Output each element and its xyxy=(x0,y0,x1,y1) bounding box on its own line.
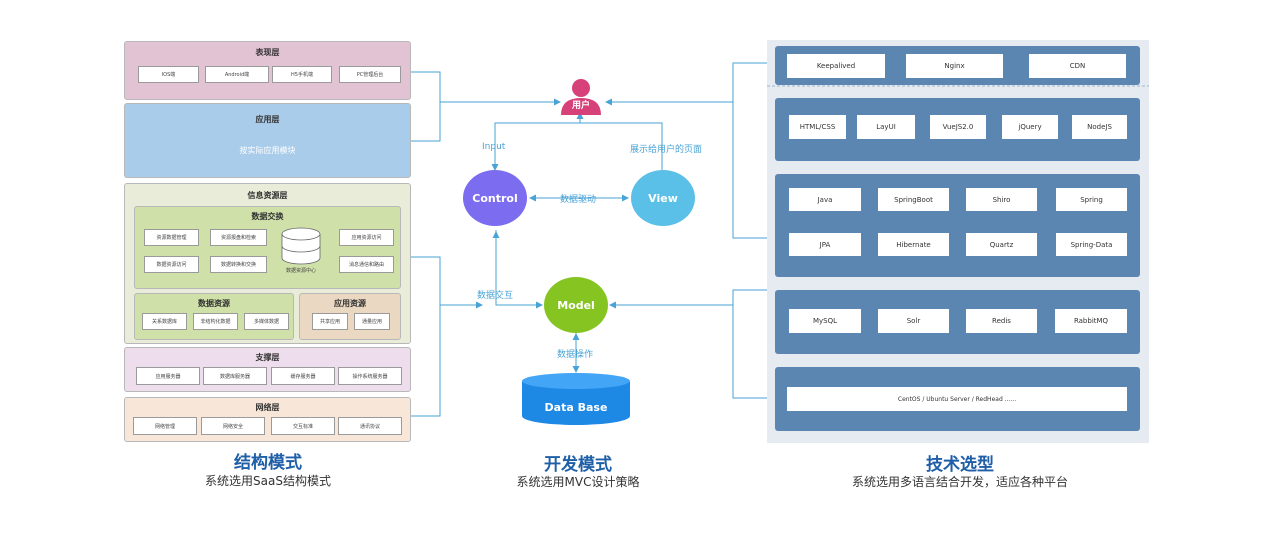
tech-item: Keepalived xyxy=(787,54,885,78)
database-icon xyxy=(522,373,630,425)
support-layer-title: 支撑层 xyxy=(255,353,280,362)
h5-box: H5手机端 xyxy=(272,66,332,83)
ios-box: IOS端 xyxy=(138,66,199,83)
network-layer: 网络层 网络管理 网络安全 交互标准 通讯协议 xyxy=(124,397,411,442)
app-resource-box: 共享应用 xyxy=(312,313,348,330)
tech-item: JPA xyxy=(789,233,861,256)
view-node: View xyxy=(631,170,695,226)
tech-band-frontend: HTML/CSS LayUI VueJS2.0 jQuery NodeJS xyxy=(775,98,1140,161)
exchange-box: 数据转换和交换 xyxy=(210,256,267,273)
tech-item: Redis xyxy=(966,309,1037,333)
data-resource-box: 关系数据库 xyxy=(142,313,187,330)
application-layer: 应用层 按实际应用模块 xyxy=(124,103,411,178)
exchange-box: 数据资源访问 xyxy=(144,256,199,273)
user-label: 用户 xyxy=(571,101,590,111)
tech-item: Shiro xyxy=(966,188,1037,211)
support-box: 缓存服务器 xyxy=(271,367,335,385)
tech-item: MySQL xyxy=(789,309,861,333)
tech-band-backend: Java SpringBoot Shiro Spring JPA Hiberna… xyxy=(775,174,1140,277)
tech-item: Nginx xyxy=(906,54,1003,78)
tech-item: VueJS2.0 xyxy=(930,115,986,139)
info-resource-title: 信息资源层 xyxy=(247,191,288,200)
pc-admin-box: PC管理后台 xyxy=(339,66,401,83)
network-box: 网络安全 xyxy=(201,417,265,435)
app-resource-title: 应用资源 xyxy=(334,299,366,308)
show-page-label: 展示给用户的页面 xyxy=(630,145,703,155)
tech-item: Spring xyxy=(1056,188,1127,211)
caption-tech-sub: 系统选用多语言结合开发，适应各种平台 xyxy=(851,475,1068,489)
model-node: Model xyxy=(544,277,608,333)
exchange-box: 资源报盘和检索 xyxy=(210,229,267,246)
tech-item: NodeJS xyxy=(1072,115,1127,139)
tech-item: HTML/CSS xyxy=(789,115,846,139)
presentation-layer: 表现层 IOS端 Android端 H5手机端 PC管理后台 xyxy=(124,41,411,100)
application-layer-content: 按实际应用模块 xyxy=(239,146,296,155)
app-resource-box: 通量应用 xyxy=(354,313,390,330)
caption-dev-sub: 系统选用MVC设计策略 xyxy=(516,475,640,489)
tech-item: jQuery xyxy=(1002,115,1058,139)
tech-band-os: CentOS / Ubuntu Server / RedHead ...... xyxy=(775,367,1140,431)
tech-band-data: MySQL Solr Redis RabbitMQ xyxy=(775,290,1140,354)
network-box: 网络管理 xyxy=(133,417,197,435)
info-resource-layer: 信息资源层 数据交换 资源数据管理 数据资源访问 资源报盘和检索 数据转换和交换… xyxy=(124,183,411,344)
data-interact-label: 数据交互 xyxy=(477,291,514,301)
caption-structure-title: 结构模式 xyxy=(234,453,302,473)
support-layer: 支撑层 应用服务器 数据库服务器 缓存服务器 操作系统服务器 xyxy=(124,347,411,392)
tech-item: Hibernate xyxy=(878,233,949,256)
exchange-box: 资源数据管理 xyxy=(144,229,199,246)
tech-item: LayUI xyxy=(857,115,915,139)
user-icon xyxy=(561,79,601,115)
data-resource-title: 数据资源 xyxy=(198,299,230,308)
data-exchange-title: 数据交换 xyxy=(251,212,284,221)
dashed-divider xyxy=(767,85,1149,87)
database-cylinder-icon xyxy=(281,227,321,265)
data-ops-label: 数据操作 xyxy=(557,350,594,360)
exchange-box: 应用资源访问 xyxy=(339,229,394,246)
input-label: Input xyxy=(482,142,506,152)
network-layer-title: 网络层 xyxy=(255,403,280,412)
tech-item: SpringBoot xyxy=(878,188,949,211)
application-layer-title: 应用层 xyxy=(255,115,280,124)
support-box: 数据库服务器 xyxy=(203,367,267,385)
tech-item: RabbitMQ xyxy=(1055,309,1127,333)
data-resource-box: 非结构化数据 xyxy=(193,313,238,330)
tech-item: CDN xyxy=(1029,54,1126,78)
control-node: Control xyxy=(463,170,527,226)
support-box: 操作系统服务器 xyxy=(338,367,402,385)
data-resource-box: 多媒体数据 xyxy=(244,313,289,330)
caption-structure-sub: 系统选用SaaS结构模式 xyxy=(205,474,331,488)
tech-item: Solr xyxy=(878,309,949,333)
caption-dev-title: 开发模式 xyxy=(544,455,612,475)
tech-band-proxy: Keepalived Nginx CDN xyxy=(775,46,1140,85)
db-center-label: 数据资源中心 xyxy=(285,268,316,274)
data-drive-label: 数据驱动 xyxy=(560,195,597,205)
support-box: 应用服务器 xyxy=(136,367,200,385)
data-exchange-panel: 数据交换 资源数据管理 数据资源访问 资源报盘和检索 数据转换和交换 数据资源中… xyxy=(134,206,401,289)
exchange-box: 消息通信和路由 xyxy=(339,256,394,273)
network-box: 通讯协议 xyxy=(338,417,402,435)
caption-tech-title: 技术选型 xyxy=(926,455,994,475)
tech-item: CentOS / Ubuntu Server / RedHead ...... xyxy=(787,387,1127,411)
tech-item: Quartz xyxy=(966,233,1037,256)
tech-item: Spring-Data xyxy=(1056,233,1127,256)
android-box: Android端 xyxy=(205,66,269,83)
data-resource-panel: 数据资源 关系数据库 非结构化数据 多媒体数据 xyxy=(134,293,294,340)
app-resource-panel: 应用资源 共享应用 通量应用 xyxy=(299,293,401,340)
tech-item: Java xyxy=(789,188,861,211)
database-label: Data Base xyxy=(544,401,608,414)
presentation-layer-title: 表现层 xyxy=(255,48,280,57)
network-box: 交互标准 xyxy=(271,417,335,435)
